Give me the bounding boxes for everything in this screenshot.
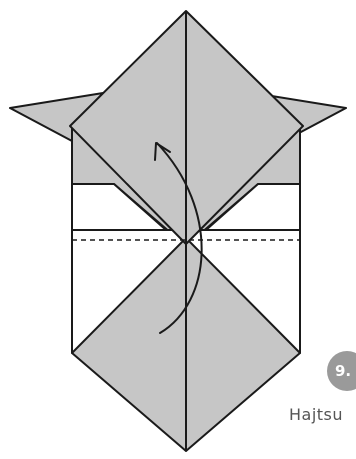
step-caption: Hajtsu [289, 405, 356, 424]
